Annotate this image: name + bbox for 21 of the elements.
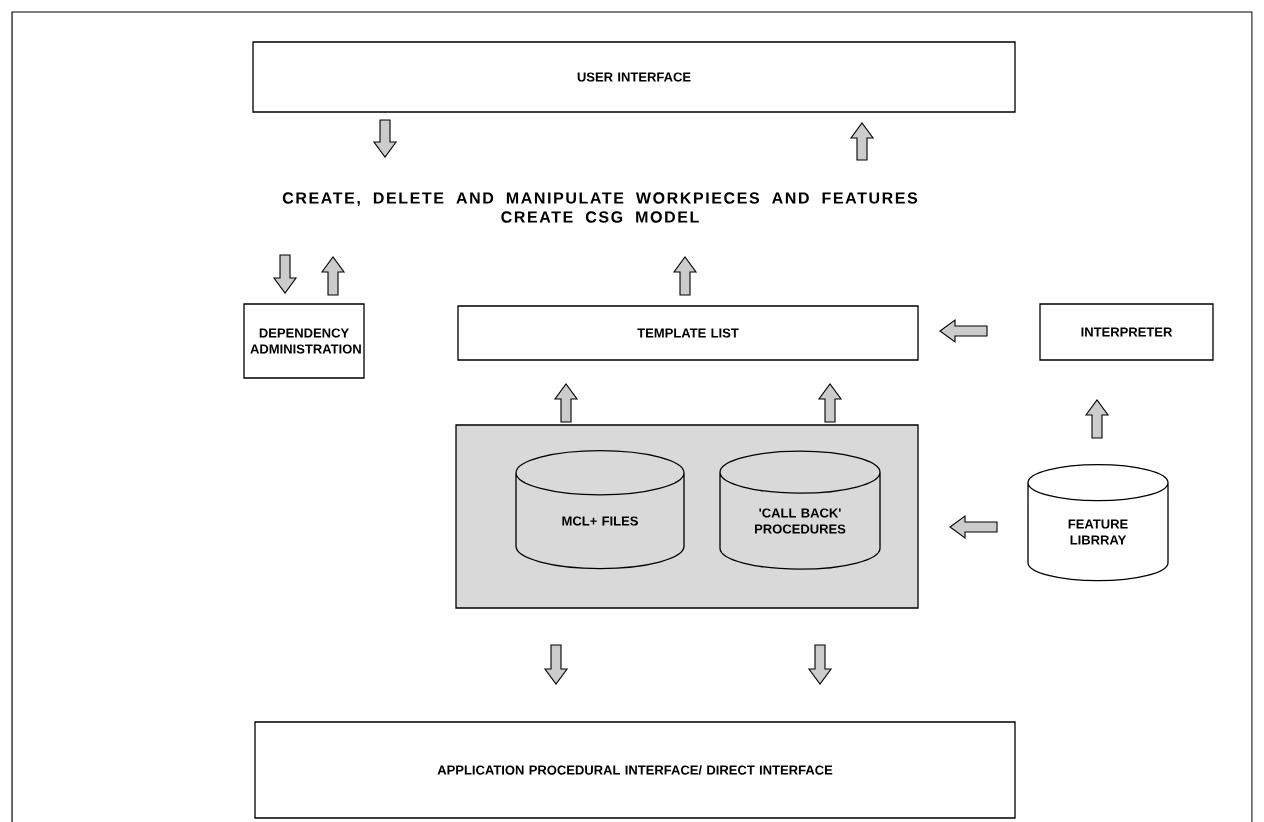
block-arrow	[672, 256, 698, 296]
block-arrow	[320, 256, 346, 296]
block-arrow	[949, 514, 998, 540]
block-arrow	[939, 318, 988, 344]
process-box: USER INTERFACE	[252, 41, 1016, 113]
database-cylinder: 'CALL BACK' PROCEDURES	[719, 450, 881, 570]
block-arrow	[553, 383, 579, 423]
description-text: CREATE, DELETE AND MANIPULATE WORKPIECES AND FEATURES CREATE CSG MODEL	[282, 192, 918, 223]
block-arrow	[817, 383, 843, 423]
database-cylinder: MCL+ FILES	[515, 449, 685, 570]
block-arrow	[1084, 399, 1110, 439]
process-box: DEPENDENCY ADMINISTRATION	[243, 303, 365, 379]
block-arrow	[543, 644, 569, 685]
block-arrow	[272, 254, 298, 294]
block-arrow	[849, 122, 875, 161]
block-arrow	[807, 644, 833, 685]
block-arrow	[372, 119, 398, 158]
process-box: INTERPRETER	[1039, 303, 1214, 361]
process-box: TEMPLATE LIST	[457, 305, 919, 361]
process-box: APPLICATION PROCEDURAL INTERFACE/ DIRECT INTERFACE	[254, 721, 1016, 819]
database-cylinder: FEATURE LIBRRAY	[1027, 464, 1169, 582]
